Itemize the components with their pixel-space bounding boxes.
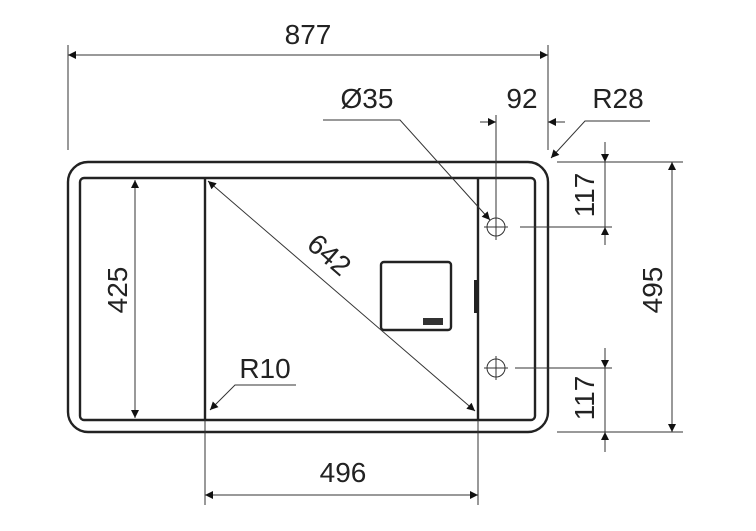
dim-bowl-width: 496 <box>320 457 367 488</box>
dim-hole-offset: 92 <box>506 83 537 114</box>
sink-outer-outline <box>66 160 550 434</box>
dim-overall-width: 877 <box>285 19 332 50</box>
drain-label-plate <box>423 318 443 325</box>
sink-inner-rim <box>78 176 537 422</box>
dim-bowl-diagonal: 642 <box>301 228 357 282</box>
dim-hole-diameter: Ø35 <box>341 83 394 114</box>
tap-hole-bottom <box>484 356 508 380</box>
dim-overall-depth: 495 <box>637 267 668 314</box>
overflow-slot <box>474 280 478 313</box>
dim-hole-top-offset: 117 <box>569 173 600 218</box>
dim-corner-radius-outer: R28 <box>592 83 643 114</box>
dim-line-642 <box>207 180 476 412</box>
dim-hole-bottom-offset: 117 <box>569 376 600 421</box>
dim-corner-radius-bowl: R10 <box>239 353 290 384</box>
dim-inner-depth: 425 <box>102 267 133 314</box>
